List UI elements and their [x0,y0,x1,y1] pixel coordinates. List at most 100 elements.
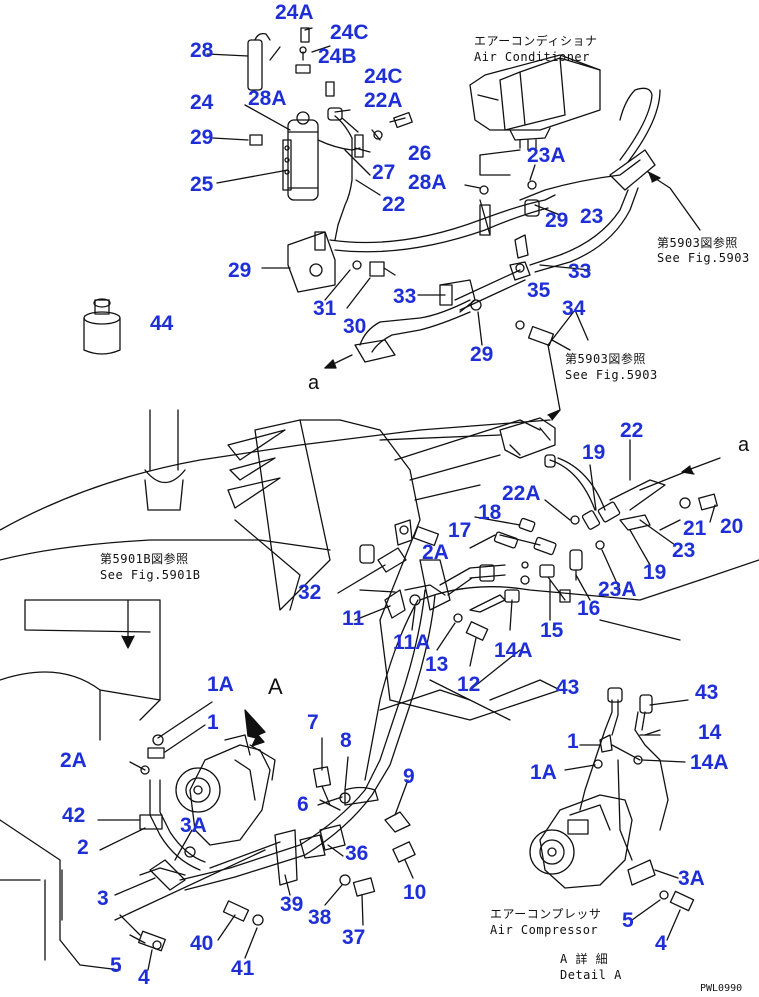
callout-38: 38 [308,906,332,929]
callout-28: 28 [190,39,214,62]
callout-23a-a: 23A [527,144,566,167]
see-fig-5903-top-en: See Fig.5903 [657,251,750,265]
receiver-drier-group [247,27,413,293]
callout-44: 44 [150,312,174,335]
central-hoses [179,519,489,897]
callout-1a-a: 1A [207,673,234,696]
callout-19-b: 19 [643,561,667,584]
callout-32: 32 [298,581,322,604]
air-conditioner-unit [469,54,601,195]
callout-24: 24 [190,91,214,114]
callout-13: 13 [425,653,449,676]
callout-2a-b: 2A [60,749,87,772]
callout-11: 11 [342,607,365,630]
callout-24b: 24B [318,45,357,68]
callout-18: 18 [478,501,502,524]
callout-22a-a: 22A [364,89,403,112]
callout-11a: 11A [393,631,431,654]
callout-29-b: 29 [545,209,569,232]
view-a-letter: A [268,674,284,699]
callout-36: 36 [345,842,369,865]
callout-8: 8 [340,729,352,752]
callout-3: 3 [97,887,109,910]
callout-23a-b: 23A [598,578,637,601]
callout-2: 2 [77,836,89,859]
callout-4-b: 4 [655,932,667,955]
see-fig-5903-top-jp: 第5903図参照 [657,236,738,250]
callout-22-a: 22 [382,193,406,216]
callout-3a-b: 3A [678,867,705,890]
callout-28a-a: 28A [248,87,287,110]
arrow-a-label-left: a [308,372,320,394]
callout-42: 42 [62,804,86,827]
callout-27: 27 [372,161,396,184]
callout-16: 16 [577,597,601,620]
callout-9: 9 [403,765,415,788]
callout-19-a: 19 [582,441,606,464]
callout-33-b: 33 [393,285,417,308]
callout-30: 30 [343,315,367,338]
detail-a-compressor [529,687,695,912]
upper-hoses [329,87,661,363]
callout-21: 21 [683,517,707,540]
callout-22-b: 22 [620,419,644,442]
callout-43-b: 43 [695,681,719,704]
callout-28a-b: 28A [408,171,447,194]
callout-5-b: 5 [622,909,634,932]
callout-1a-b: 1A [530,761,557,784]
callout-17: 17 [448,519,472,542]
callout-35: 35 [527,279,551,302]
callout-1-a: 1 [207,711,219,734]
callout-23-a: 23 [580,205,604,228]
drawing-code: PWL0990 [700,983,743,994]
callout-3a-a: 3A [180,814,207,837]
callout-20: 20 [720,515,744,538]
callout-14a-a: 14A [494,639,533,662]
view-arrow [244,709,266,747]
canister [83,298,121,355]
callout-40: 40 [190,932,214,955]
callout-29-c: 29 [228,259,252,282]
callout-24c-b: 24C [364,65,403,88]
arrow-a-label-right: a [738,434,750,456]
callout-43-a: 43 [556,676,580,699]
compressor-label-jp: エアーコンプレッサ [490,907,602,921]
see-fig-5901b-jp: 第5901B図参照 [100,552,189,566]
callout-25: 25 [190,173,214,196]
callout-7: 7 [307,711,319,734]
see-fig-5903-mid-en: See Fig.5903 [565,368,658,382]
ac-label-en: Air Conditioner [474,50,590,64]
callout-12: 12 [457,673,481,696]
callout-29-d: 29 [470,343,494,366]
callout-39: 39 [280,893,304,916]
leader-lines [121,46,721,649]
callout-6: 6 [297,793,309,816]
arrow-a-left [324,354,353,369]
callout-4-a: 4 [138,966,150,989]
see-fig-5903-mid-jp: 第5903図参照 [565,352,646,366]
machine-frame [0,409,759,971]
callout-41: 41 [231,957,255,980]
leader-lines-lower [97,109,716,971]
callout-14a-b: 14A [690,751,729,774]
see-fig-5901b-en: See Fig.5901B [100,568,201,582]
callout-5-a: 5 [110,954,122,977]
detail-a-label-en: Detail A [560,968,622,982]
callout-10: 10 [403,881,427,904]
callout-29-a: 29 [190,126,214,149]
callout-1-b: 1 [567,730,579,753]
callout-26: 26 [408,142,432,165]
callout-34: 34 [562,297,586,320]
callout-22a-b: 22A [502,482,541,505]
callout-14: 14 [698,721,722,744]
callout-33-a: 33 [568,260,592,283]
ac-label-jp: エアーコンディショナ [474,34,598,48]
callout-2a-a: 2A [422,541,449,564]
callout-23-b: 23 [672,539,696,562]
callout-37: 37 [342,926,366,949]
detail-a-label-jp: A 詳 細 [560,952,609,966]
compressor-label-en: Air Compressor [490,923,599,937]
callout-15: 15 [540,619,564,642]
